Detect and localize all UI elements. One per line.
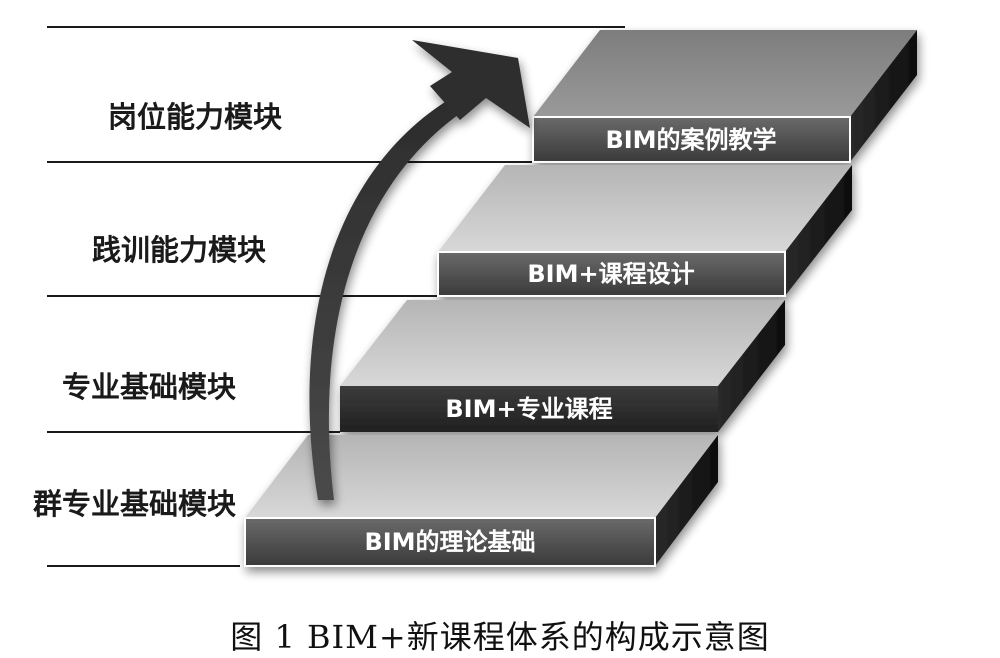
- step-2-top: [340, 300, 785, 386]
- step-1-side: [655, 435, 718, 566]
- step-4-top: [533, 30, 917, 117]
- module-label-group: 群专业基础模块: [33, 487, 237, 521]
- progression-arrow: [309, 40, 530, 500]
- module-label-professional: 专业基础模块: [62, 370, 237, 404]
- step-1: BIM的理论基础: [244, 435, 718, 567]
- step-3-front: [437, 251, 786, 297]
- step-2-label: BIM+专业课程: [445, 395, 612, 423]
- step-4: BIM的案例教学: [532, 30, 917, 163]
- module-label-job: 岗位能力模块: [108, 100, 283, 134]
- step-1-top: [245, 435, 718, 518]
- step-4-label: BIM的案例教学: [605, 126, 776, 154]
- arrow-shaft: [309, 100, 462, 500]
- step-4-side: [850, 30, 917, 162]
- step-2: BIM+专业课程: [340, 300, 785, 432]
- step-2-side: [718, 300, 785, 432]
- figure-caption: 图 1 BIM+新课程体系的构成示意图: [230, 618, 770, 656]
- separator-lines: [47, 26, 625, 567]
- step-3-side: [785, 165, 852, 296]
- step-3: BIM+课程设计: [437, 165, 852, 297]
- step-2-front: [340, 386, 718, 432]
- step-3-top: [438, 165, 852, 252]
- step-3-label: BIM+课程设计: [527, 260, 694, 288]
- arrow-head: [412, 40, 530, 128]
- module-label-practice: 践训能力模块: [92, 233, 267, 267]
- step-1-front: [244, 517, 656, 567]
- step-1-label: BIM的理论基础: [364, 528, 535, 556]
- step-4-front: [532, 116, 851, 163]
